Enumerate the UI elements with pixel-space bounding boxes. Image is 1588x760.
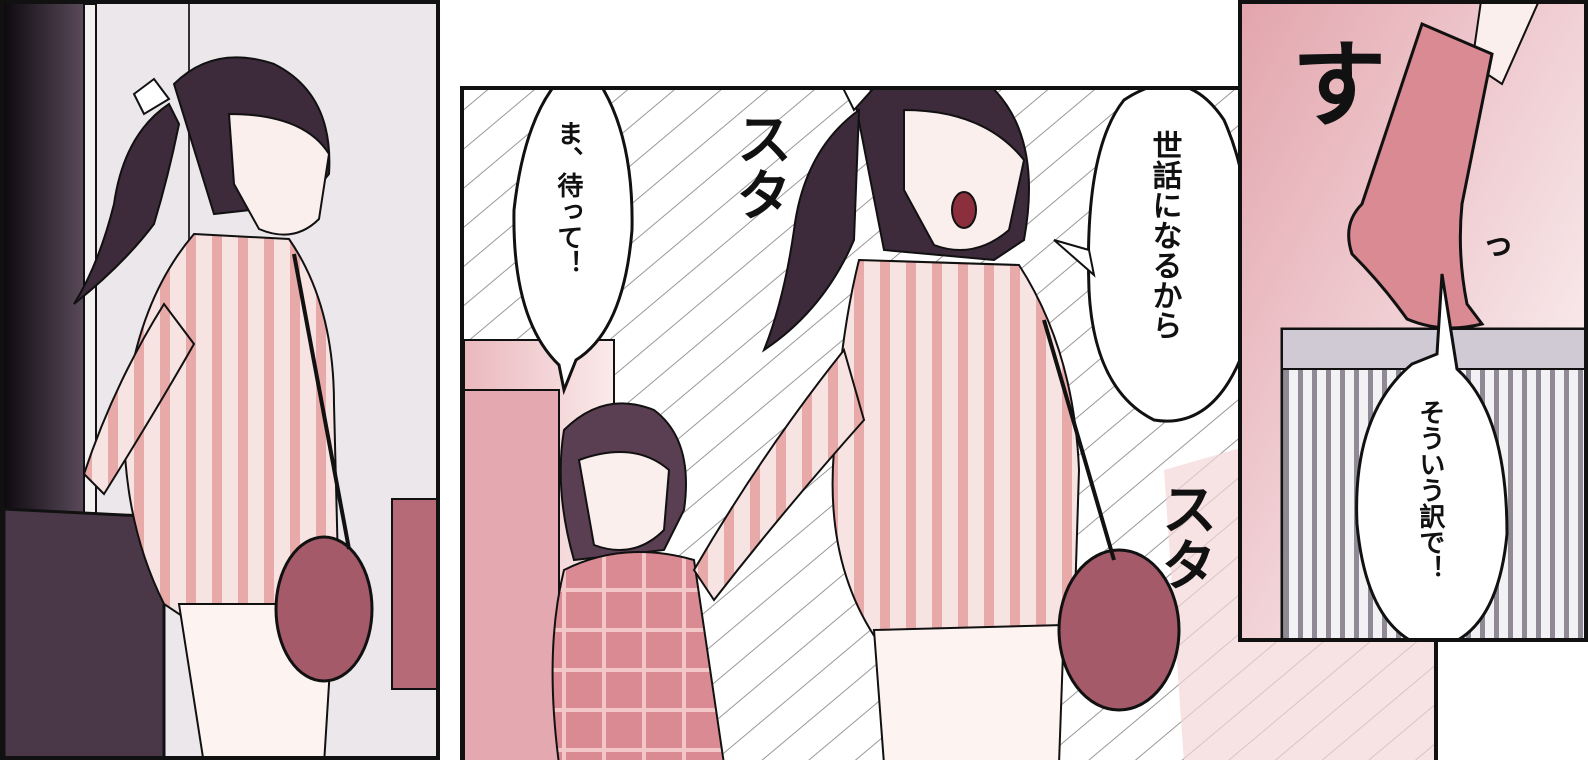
- panel-right: そういう訳で！ す っ: [1238, 0, 1588, 642]
- couch: [4, 507, 166, 756]
- dialogue-care: 世話になるから: [1146, 130, 1182, 340]
- panel-left-art: [4, 4, 436, 756]
- dialogue-reason: そういう訳で！: [1414, 399, 1445, 581]
- dialogue-wait: ま、待って！: [552, 120, 583, 276]
- sfx-tsu: っ: [1471, 229, 1511, 263]
- sfx-suta-top: スタ: [727, 110, 792, 222]
- bag: [274, 535, 374, 683]
- bag-center: [1057, 548, 1181, 712]
- sfx-su: す: [1275, 34, 1387, 130]
- small-girl-pajamas: [551, 551, 725, 760]
- panel-left: [0, 0, 440, 760]
- sfx-suta-bottom: スタ: [1152, 480, 1217, 592]
